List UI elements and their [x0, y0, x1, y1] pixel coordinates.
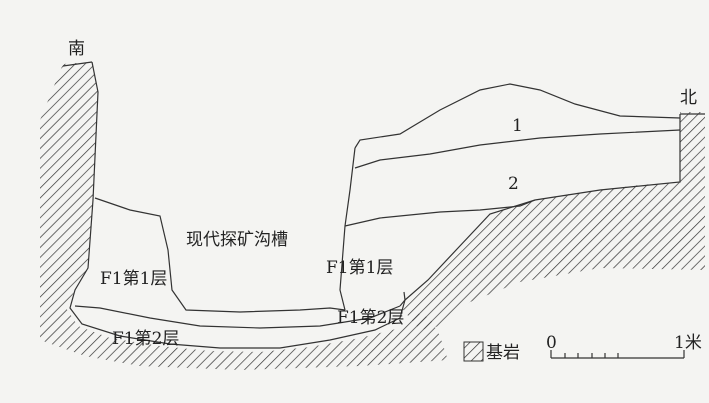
scale-bar-ticks	[550, 350, 685, 358]
north-label: 北	[680, 88, 697, 108]
f1-layer1-left-label: F1第1层	[100, 269, 167, 289]
f1-layer2-right-label: F1第2层	[337, 308, 404, 328]
f1-layer2-right-detail	[399, 291, 406, 307]
layer1-2-boundary	[354, 129, 681, 169]
layer2-base	[344, 199, 536, 227]
bedrock-legend-label: 基岩	[486, 343, 520, 363]
layer2-label: 2	[508, 174, 519, 194]
trench-label: 现代探矿沟槽	[186, 230, 288, 250]
bedrock-north-floor	[400, 112, 705, 330]
scale-end-label: 1米	[674, 333, 702, 353]
f1-layer2-left-label: F1第2层	[112, 329, 179, 349]
f1-layer1-right-label: F1第1层	[326, 258, 393, 278]
south-top-cap	[62, 61, 93, 67]
bedrock-south-wall	[40, 62, 448, 370]
layer1-top	[354, 83, 681, 149]
south-label: 南	[68, 39, 85, 59]
trench-south-wall	[94, 197, 346, 313]
scale-start-label: 0	[546, 333, 557, 353]
f1-layer2-top	[74, 305, 401, 329]
trench-north-wall	[339, 147, 356, 311]
layer1-label: 1	[512, 116, 523, 136]
scale-bar: 0 1米	[546, 333, 702, 359]
bedrock-legend-swatch	[463, 341, 484, 362]
